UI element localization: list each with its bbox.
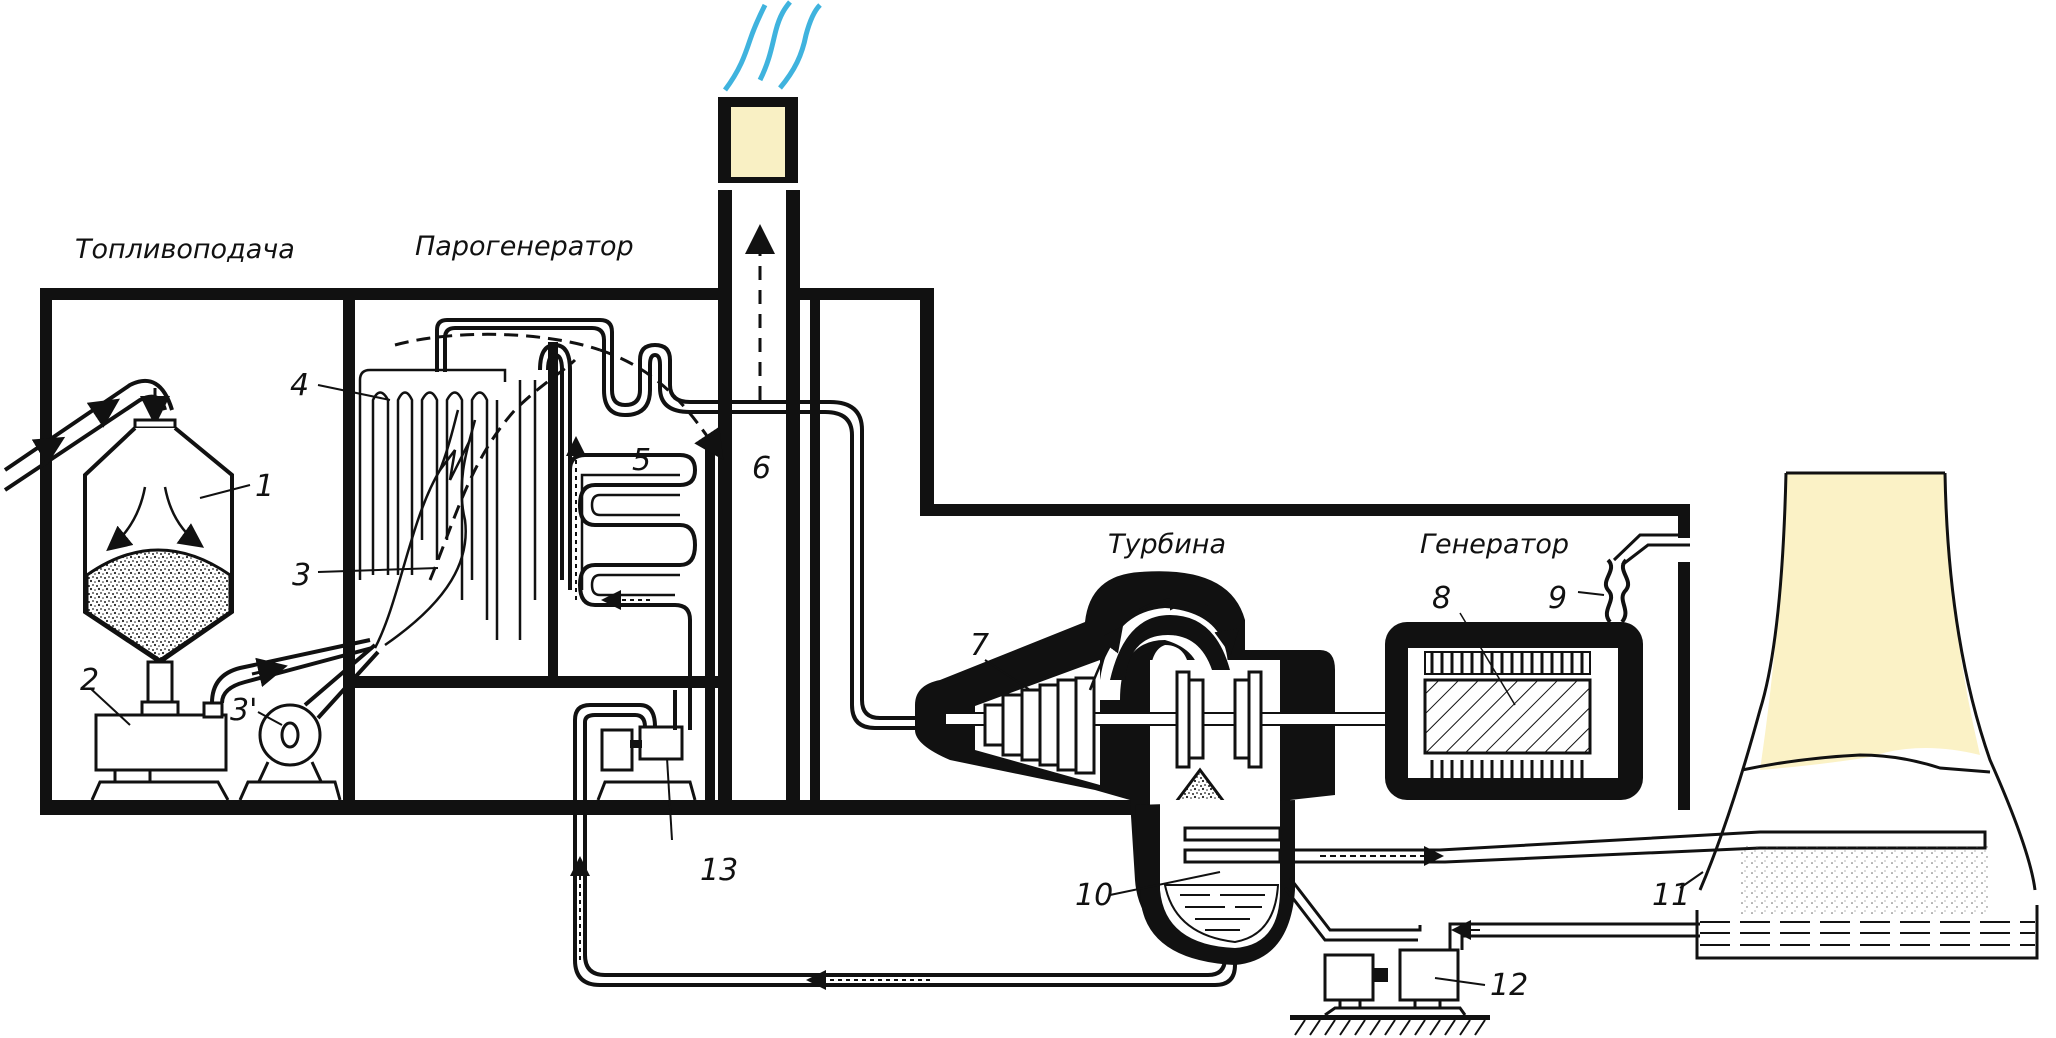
callout-7: 7: [970, 628, 989, 663]
stator-slots-bottom: [1430, 760, 1584, 782]
callout-13: 13: [700, 853, 738, 888]
cooling-tower: [1679, 471, 2039, 960]
economizer: [566, 436, 698, 680]
callout-2: 2: [80, 663, 99, 698]
generator: [1385, 533, 1690, 800]
section-label-steam-generator: Парогенератор: [415, 231, 634, 262]
furnace-flame: [317, 332, 724, 649]
callout-4: 4: [290, 368, 309, 403]
feed-pump: [596, 680, 697, 841]
chimney: [718, 190, 800, 800]
callout-11: 11: [1652, 878, 1690, 913]
blower-fan: [210, 638, 380, 801]
callout-5: 5: [632, 443, 651, 478]
building-walls: [40, 288, 1690, 815]
superheater: [435, 318, 990, 730]
smoke-icon: [722, 0, 822, 92]
cooling-water-lines: [1283, 830, 1987, 950]
callout-9: 9: [1548, 581, 1567, 616]
callout-3: 3: [292, 558, 311, 593]
chimney-cap: [718, 97, 798, 183]
callout-12: 12: [1490, 968, 1528, 1003]
circulation-pump: [1290, 948, 1490, 1036]
callout-6: 6: [752, 451, 771, 486]
section-label-generator: Генератор: [1420, 529, 1569, 560]
condensate-return-line: [570, 703, 1237, 990]
condenser: [1109, 800, 1295, 965]
stator-slots-top: [1430, 652, 1584, 674]
coal-mill: [89, 660, 230, 801]
coal-bunker: [3, 379, 251, 665]
ground-hatch: [1294, 1019, 1486, 1036]
evaporator-screen-tubes: [317, 368, 537, 640]
callout-8: 8: [1432, 581, 1451, 616]
callout-3-prime: 3': [230, 693, 257, 728]
generator-rotor: [1423, 678, 1592, 755]
section-label-fuel-supply: Топливоподача: [75, 234, 295, 265]
section-label-turbine: Турбина: [1108, 529, 1226, 560]
callout-10: 10: [1075, 878, 1113, 913]
callout-1: 1: [255, 469, 274, 504]
